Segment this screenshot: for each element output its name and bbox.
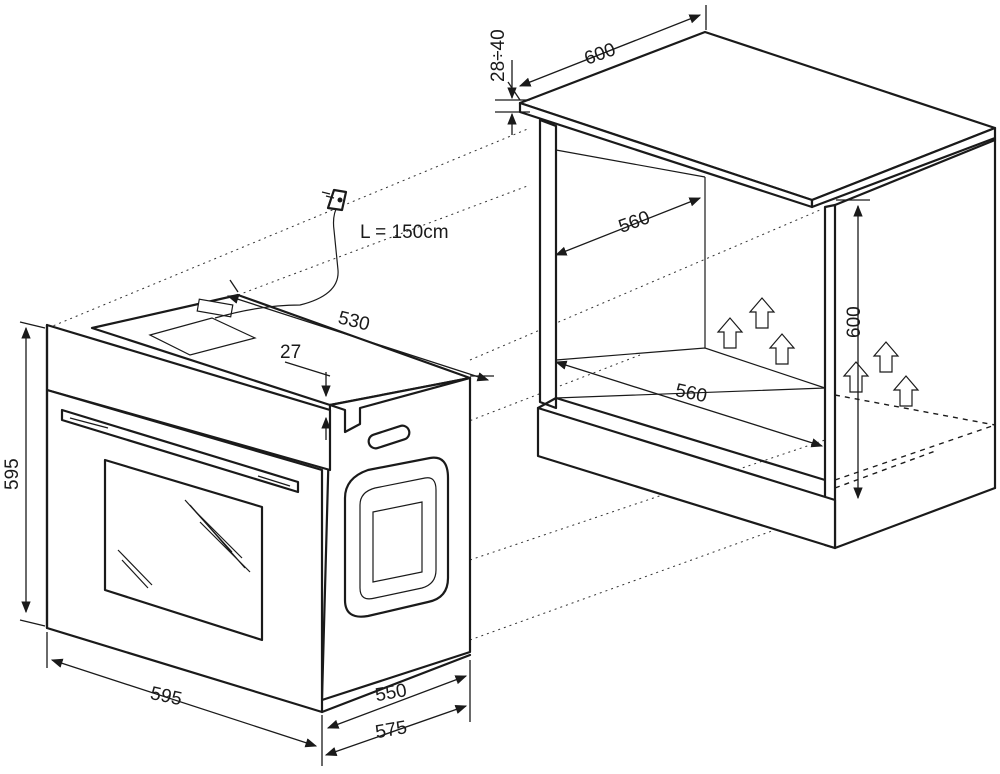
airflow-arrow-icon <box>892 375 920 407</box>
power-plug-icon <box>321 188 348 212</box>
airflow-arrow-icon <box>748 297 776 329</box>
airflow-arrows <box>716 297 920 407</box>
oven <box>45 293 472 714</box>
cabinet <box>518 30 997 550</box>
niche-height-label: 600 <box>844 306 865 338</box>
dimension-lines <box>19 5 870 766</box>
airflow-arrow-icon <box>842 361 870 393</box>
projection-lines <box>47 127 831 641</box>
cable-length-label: L = 150cm <box>360 222 449 243</box>
top-thickness-label: 28÷40 <box>488 29 509 82</box>
airflow-arrow-icon <box>768 333 796 365</box>
oven-width-label: 595 <box>148 683 183 710</box>
oven-depth-total-label: 575 <box>374 717 409 743</box>
airflow-arrow-icon <box>872 341 900 373</box>
oven-height-label: 595 <box>2 458 23 490</box>
top-width-label: 600 <box>582 39 619 70</box>
airflow-arrow-icon <box>716 317 744 349</box>
niche-width-lower-label: 560 <box>673 380 708 407</box>
oven-depth-body-label: 550 <box>374 680 409 706</box>
niche-width-upper-label: 560 <box>616 207 653 238</box>
front-offset-label: 27 <box>280 342 301 363</box>
